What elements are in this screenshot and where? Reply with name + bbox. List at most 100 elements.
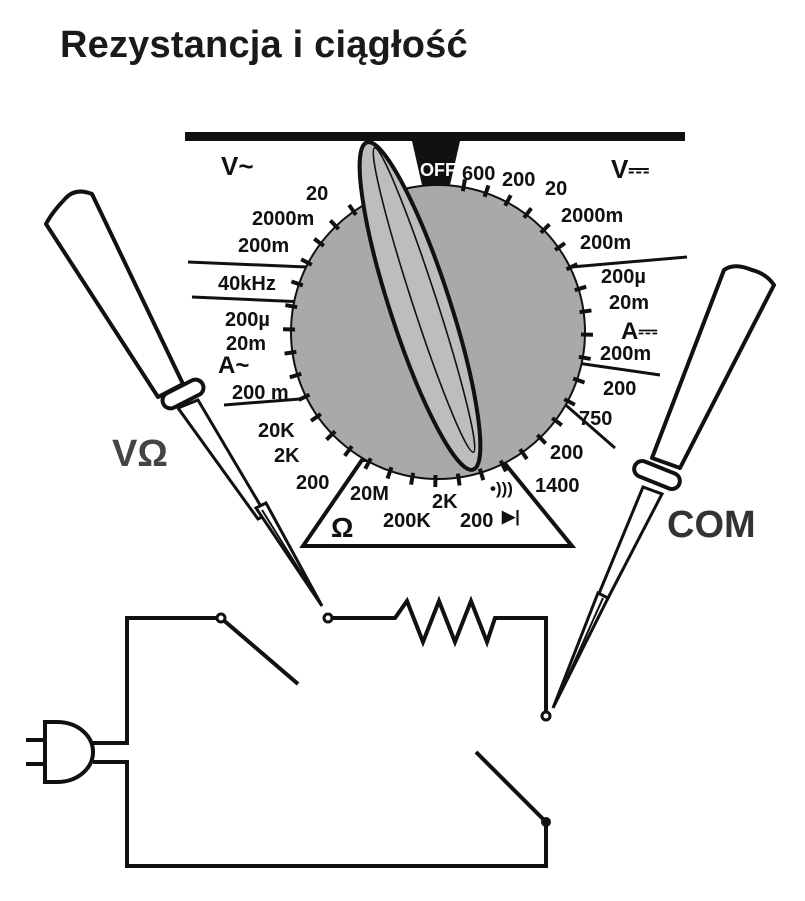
dial-tick xyxy=(455,473,462,486)
dial-tick xyxy=(460,179,467,192)
right-probe-guard xyxy=(632,459,682,491)
dial-tick xyxy=(477,468,486,481)
switch-bottom-lever xyxy=(474,750,548,824)
range-label: 200µ xyxy=(225,309,270,331)
switch-top-lever xyxy=(219,616,300,686)
left-probe-tip-core xyxy=(261,509,321,604)
range-label: 750 xyxy=(579,408,612,430)
range-label: 2000m xyxy=(252,208,314,230)
dial-tick xyxy=(574,284,587,293)
range-label: 200m xyxy=(580,232,631,254)
dial-tick xyxy=(385,466,394,480)
page-title: Rezystancja i ciągłość xyxy=(60,24,468,66)
range-label: 2K xyxy=(274,445,300,467)
off-pointer-wedge xyxy=(412,141,460,185)
dial-tick xyxy=(289,371,302,380)
range-label: 200 xyxy=(502,169,535,191)
dial-tick xyxy=(285,303,298,310)
dial-tick xyxy=(363,457,373,470)
range-label: 2K xyxy=(432,491,458,513)
continuity-icon: •))) xyxy=(490,479,513,498)
dial-tick xyxy=(297,392,311,402)
left-probe-shaft xyxy=(175,398,269,521)
dial-tick xyxy=(343,445,354,457)
v-ac-section-label: V~ xyxy=(221,151,254,181)
dial-tick xyxy=(572,376,586,385)
off-label: OFF xyxy=(420,160,456,180)
range-label: 200K xyxy=(383,510,431,532)
circuit xyxy=(26,595,548,868)
right-probe-body xyxy=(650,264,776,470)
dial-tick xyxy=(300,257,313,267)
range-label: 20M xyxy=(350,483,389,505)
right-probe-label: COM xyxy=(667,504,756,546)
circuit-terminals xyxy=(215,612,552,722)
dial-tick xyxy=(518,447,529,461)
v-dc-section-label: V⎓ xyxy=(611,154,649,184)
dial-tick xyxy=(565,262,579,272)
right-probe-tip-core xyxy=(554,597,604,706)
range-label: 2000m xyxy=(561,205,623,227)
dial-tick xyxy=(313,237,325,248)
ac-plug-body xyxy=(43,720,96,784)
left-probe-label: VΩ xyxy=(112,433,168,475)
range-label: 200 xyxy=(460,510,493,532)
range-label: 200µ xyxy=(601,266,646,288)
a-dc-section-label: A⎓ xyxy=(621,318,657,345)
dial-tick xyxy=(325,429,337,442)
dial-tick xyxy=(284,349,297,356)
terminal-dot xyxy=(540,710,552,722)
range-label: 200m xyxy=(600,343,651,365)
dial-tick xyxy=(503,194,513,207)
left-probe[interactable] xyxy=(44,189,324,607)
range-label: 20m xyxy=(609,292,649,314)
dial-tick xyxy=(347,203,358,217)
wire-top-left xyxy=(93,616,221,745)
dial-tick xyxy=(551,416,563,427)
a-ac-section-label: A~ xyxy=(218,352,249,379)
ohm-section-label: Ω xyxy=(331,512,353,543)
dial-tick xyxy=(553,241,567,252)
range-label: 20 xyxy=(306,183,328,205)
resistor xyxy=(328,595,548,716)
left-probe-body xyxy=(44,189,185,399)
dial-tick xyxy=(522,207,533,219)
range-label: 1400 xyxy=(535,475,580,497)
dial-tick xyxy=(409,472,416,485)
range-label: 200 xyxy=(296,472,329,494)
divider-line xyxy=(569,360,661,377)
left-probe-guard xyxy=(160,377,206,411)
dial-tick xyxy=(579,308,592,315)
dial-tick xyxy=(482,184,491,198)
dial-tick xyxy=(578,354,591,361)
multimeter-dial-panel: OFF V~ V⎓ A~ A⎓ Ω 20 2000m 200m 40kHz 20… xyxy=(185,132,688,548)
divider-line xyxy=(559,255,688,270)
range-label: 40kHz xyxy=(218,273,276,295)
range-label: 20K xyxy=(258,420,295,442)
dial-tick xyxy=(290,279,304,288)
range-label: 200 xyxy=(550,442,583,464)
right-probe-shaft xyxy=(596,485,665,602)
range-label: 200m xyxy=(238,235,289,257)
range-label: 200 m xyxy=(232,382,289,404)
range-label: 20m xyxy=(226,333,266,355)
dial-tick xyxy=(328,219,341,231)
divider-line xyxy=(191,295,306,304)
range-label: 600 xyxy=(462,163,495,185)
selector-knob[interactable] xyxy=(338,133,501,479)
dial-tick xyxy=(535,433,548,445)
dial-tick xyxy=(563,397,576,407)
dial-tick xyxy=(539,222,551,235)
range-label: 200 xyxy=(603,378,636,400)
terminal-dot xyxy=(215,612,227,624)
terminal-dot-filled xyxy=(541,817,551,827)
dial-tick xyxy=(309,412,323,423)
diode-icon: ▶| xyxy=(501,507,520,526)
terminal-dot xyxy=(322,612,334,624)
dial-tick xyxy=(498,459,508,473)
divider-line xyxy=(559,398,616,450)
right-probe[interactable] xyxy=(551,264,776,709)
wire-bottom xyxy=(93,760,548,868)
dial-top-bar xyxy=(185,132,685,141)
